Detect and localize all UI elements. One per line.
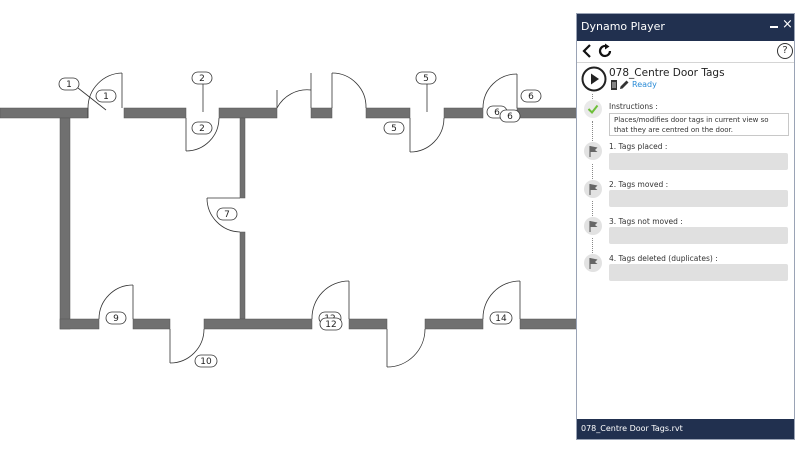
wall-top-7 <box>516 107 578 119</box>
door-4 <box>331 72 367 109</box>
door-tag[interactable]: 12 <box>319 317 343 331</box>
door-14 <box>482 280 521 320</box>
door-tag-label: 14 <box>495 314 507 324</box>
door-13 <box>386 328 426 368</box>
wall-bottom-4 <box>348 318 388 330</box>
door-tag-label: 9 <box>113 314 119 324</box>
wall-bottom-3 <box>203 318 313 330</box>
wall-bottom-5 <box>424 318 484 330</box>
title-bar: Dynamo Player × <box>577 14 794 41</box>
door-tag-label: 6 <box>507 112 513 122</box>
close-button[interactable]: × <box>782 17 793 32</box>
wall-top-4 <box>310 107 333 119</box>
door-tag-label: 5 <box>423 74 429 84</box>
door-tag-label: 6 <box>528 92 534 102</box>
door-10 <box>169 328 205 364</box>
door-9 <box>98 284 134 320</box>
window-title: Dynamo Player <box>581 20 665 33</box>
step-connector <box>592 201 595 226</box>
door-12 <box>311 280 350 320</box>
instructions-text: Places/modifies door tags in current vie… <box>609 113 789 136</box>
flag-icon <box>584 142 602 160</box>
instructions-label: Instructions : <box>609 102 658 111</box>
script-icons <box>611 80 629 90</box>
door-tag[interactable]: 2 <box>191 71 213 85</box>
footer-file-name: 078_Centre Door Tags.rvt <box>581 424 683 433</box>
output-label: 1. Tags placed : <box>609 142 668 151</box>
play-icon[interactable] <box>581 66 607 92</box>
flag-icon <box>584 180 602 198</box>
wall-top-2 <box>123 107 187 119</box>
door-tag-label: 10 <box>200 357 212 367</box>
leader-1 <box>77 87 107 111</box>
wall-top-6 <box>443 107 484 119</box>
door-5 <box>409 117 445 153</box>
wall-mid-upper <box>239 117 246 199</box>
minimize-button[interactable] <box>770 26 778 28</box>
wall-top-left <box>0 107 89 119</box>
door-tag-label: 12 <box>325 320 336 330</box>
check-icon <box>584 100 602 118</box>
refresh-icon[interactable] <box>597 43 613 59</box>
script-name: 078_Centre Door Tags <box>609 67 725 79</box>
output-field <box>609 264 788 281</box>
door-6 <box>482 73 518 109</box>
wall-bottom-6 <box>519 318 578 330</box>
door-tag[interactable]: 9 <box>105 311 127 325</box>
dynamo-player-panel: Dynamo Player × ? 078_Centre Door Tags R… <box>576 13 795 440</box>
output-field <box>609 190 788 207</box>
step-connector <box>592 238 595 263</box>
door-tag-label: 7 <box>224 210 230 220</box>
door-tag[interactable]: 14 <box>489 311 513 325</box>
script-status: Ready <box>632 80 657 89</box>
door-7 <box>206 197 241 233</box>
door-2 <box>185 117 220 152</box>
wall-bottom-2 <box>132 318 171 330</box>
door-3 <box>276 73 312 109</box>
document-icon[interactable] <box>611 80 617 90</box>
output-label: 4. Tags deleted (duplicates) : <box>609 254 718 263</box>
wall-mid-lower <box>239 231 246 320</box>
output-label: 2. Tags moved : <box>609 180 669 189</box>
output-field <box>609 153 788 170</box>
tag-leaders <box>77 84 428 112</box>
wall-top-3 <box>218 107 278 119</box>
wall-top-5 <box>365 107 411 119</box>
door-tag[interactable]: 6 <box>520 89 542 103</box>
back-arrow-icon[interactable] <box>579 43 595 59</box>
door-tag[interactable]: 2 <box>191 121 213 135</box>
output-field <box>609 227 788 244</box>
output-label: 3. Tags not moved : <box>609 217 683 226</box>
door-tag[interactable]: 6 <box>499 109 521 123</box>
door-tag-label: 1 <box>103 92 109 102</box>
step-connector <box>592 121 595 149</box>
wall-left <box>59 117 71 330</box>
step-connector <box>592 94 595 103</box>
door-tag[interactable]: 7 <box>216 207 238 221</box>
door-tag[interactable]: 5 <box>415 71 437 85</box>
toolbar: ? <box>577 41 794 63</box>
door-tag-label: 1 <box>66 80 72 90</box>
door-tag[interactable]: 1 <box>58 77 80 91</box>
flag-icon <box>584 254 602 272</box>
door-tags: 1 1 2 2 5 5 6 6 6 7 9 10 12 12 14 <box>58 71 542 368</box>
door-tag-label: 2 <box>199 124 205 134</box>
edit-icon[interactable] <box>620 80 629 90</box>
step-connector <box>592 164 595 189</box>
door-tag[interactable]: 1 <box>95 89 117 103</box>
wall-bottom-1 <box>59 318 100 330</box>
help-icon[interactable]: ? <box>777 43 793 59</box>
door-tag[interactable]: 5 <box>383 121 405 135</box>
door-tag-label: 6 <box>494 108 500 118</box>
door-tag-label: 2 <box>199 74 205 84</box>
footer-bar: 078_Centre Door Tags.rvt <box>577 419 794 439</box>
doors <box>87 72 521 368</box>
flag-icon <box>584 217 602 235</box>
walls <box>0 107 578 330</box>
door-1 <box>87 72 123 118</box>
door-tag[interactable]: 10 <box>194 354 218 368</box>
door-tag-label: 5 <box>391 124 397 134</box>
